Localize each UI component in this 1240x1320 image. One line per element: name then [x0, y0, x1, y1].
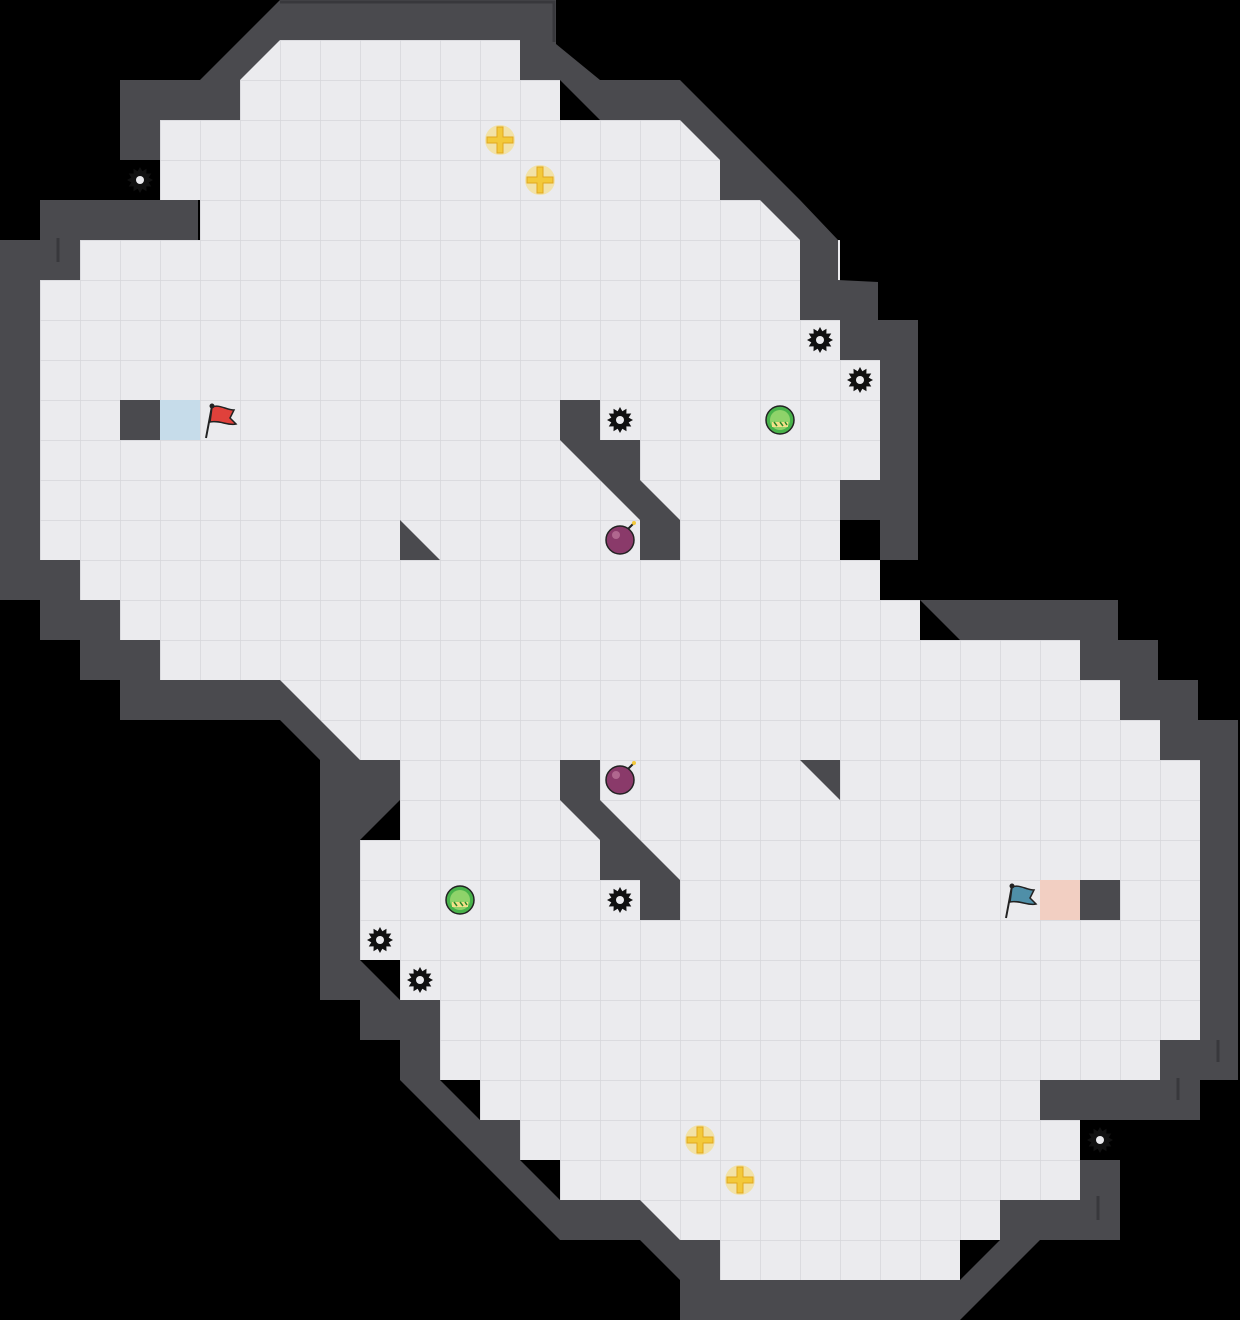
spike-icon: [807, 327, 833, 353]
boost-icon[interactable]: [725, 1165, 755, 1195]
boost-icon[interactable]: [685, 1125, 715, 1155]
spike-icon: [1087, 1127, 1113, 1153]
spike-icon: [607, 407, 633, 433]
bomb-icon[interactable]: [605, 761, 636, 795]
powerups: [445, 405, 795, 915]
base-tiles: [160, 400, 1080, 920]
powerup-icon[interactable]: [445, 885, 475, 915]
spikes: [127, 167, 1113, 1153]
red-flag-icon[interactable]: [205, 403, 238, 439]
floor-region-north: [40, 40, 920, 640]
spike-icon: [607, 887, 633, 913]
spike-icon: [367, 927, 393, 953]
spike-icon: [127, 167, 153, 193]
powerup-icon[interactable]: [765, 405, 795, 435]
boosts: [485, 125, 755, 1195]
outer-wall-south: [320, 560, 1238, 1320]
spike-icon: [407, 967, 433, 993]
wall-rims: [56, 0, 1220, 1220]
boost-icon[interactable]: [525, 165, 555, 195]
boost-icon[interactable]: [485, 125, 515, 155]
bomb-icon[interactable]: [605, 521, 636, 555]
outer-wall-north: [0, 0, 918, 960]
blue-base-tile: [1040, 880, 1080, 920]
red-base-tile: [160, 400, 200, 440]
spike-icon: [847, 367, 873, 393]
obstacles: [120, 400, 1120, 920]
floor-region-south: [120, 640, 1200, 1280]
bombs: [605, 521, 636, 795]
blue-flag-icon[interactable]: [1005, 883, 1038, 919]
